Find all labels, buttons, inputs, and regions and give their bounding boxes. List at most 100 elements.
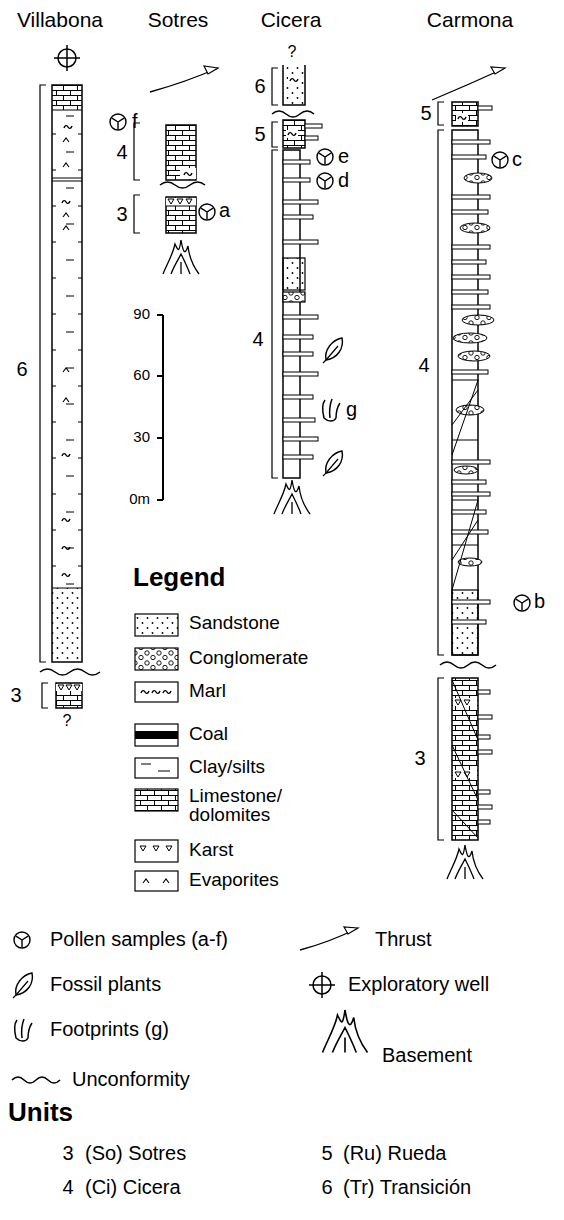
cicera-column-part-part bbox=[283, 178, 310, 182]
carmona-column-part-part bbox=[478, 805, 492, 809]
carmona-column-part bbox=[438, 130, 444, 655]
scale-value: 60 bbox=[133, 367, 150, 384]
carmona-column-part-part bbox=[478, 790, 490, 794]
legend-label: Thrust bbox=[375, 928, 432, 950]
uncertainty-mark: ? bbox=[63, 712, 72, 730]
carmona-column-part-part bbox=[452, 140, 490, 144]
legend-samples-part bbox=[323, 1010, 368, 1053]
legend-samples-part bbox=[135, 731, 178, 739]
carmona-column-part bbox=[478, 106, 492, 110]
unit-number: 5 bbox=[420, 102, 431, 124]
unit-number: 3 bbox=[414, 747, 425, 769]
legend-samples-part bbox=[135, 724, 178, 746]
villabona-column bbox=[40, 45, 126, 708]
carmona-column-part bbox=[453, 698, 477, 706]
cicera-column-part bbox=[283, 120, 305, 148]
unit-number: 4 bbox=[418, 354, 429, 376]
villabona-column-part bbox=[52, 110, 82, 588]
legend-samples-part bbox=[163, 691, 171, 694]
scale-bar bbox=[157, 315, 163, 500]
legend-label: Karst bbox=[189, 840, 233, 861]
legend-samples-part bbox=[163, 879, 169, 883]
sotres-column-part bbox=[177, 199, 183, 204]
scale-bar-part bbox=[157, 315, 163, 500]
cicera-column-part-part bbox=[283, 418, 315, 422]
legend-samples-part bbox=[309, 972, 335, 998]
carmona-column-part-part bbox=[464, 173, 492, 183]
carmona-column-part bbox=[478, 690, 492, 824]
legend-samples-part-part bbox=[323, 1010, 368, 1053]
carmona-column-part-part bbox=[458, 558, 482, 566]
villabona-column-part bbox=[54, 45, 80, 71]
carmona-column-part bbox=[458, 117, 466, 120]
unit-number: 6 bbox=[254, 75, 265, 97]
legend-samples-part bbox=[12, 1077, 60, 1083]
carmona-column-part bbox=[438, 102, 444, 125]
unit-name: (Tr) Transición bbox=[343, 1176, 471, 1198]
cicera-column-part bbox=[272, 150, 278, 478]
legend-label: Marl bbox=[189, 681, 226, 702]
carmona-column-part bbox=[452, 102, 478, 126]
sotres-column-part bbox=[204, 66, 218, 74]
unit-name: (So) Sotres bbox=[85, 1142, 186, 1164]
carmona-column-part-part bbox=[452, 275, 490, 279]
villabona-column-part bbox=[66, 685, 72, 690]
cicera-column-part-part bbox=[283, 240, 318, 244]
cicera-column-part bbox=[272, 122, 278, 147]
cicera-column-part-part bbox=[283, 352, 313, 356]
unit-number: 4 bbox=[62, 1176, 73, 1198]
villabona-column-part bbox=[63, 368, 69, 372]
carmona-column-part bbox=[456, 113, 468, 122]
cicera-column-part bbox=[317, 173, 333, 189]
sotres-column-part bbox=[160, 182, 205, 188]
cicera-column-part bbox=[283, 160, 318, 459]
legend-samples-part bbox=[135, 682, 178, 702]
legend-samples-part bbox=[135, 789, 178, 811]
carmona-column bbox=[432, 67, 530, 879]
legend-samples-part bbox=[135, 648, 178, 670]
sotres-column-part bbox=[168, 199, 174, 204]
villabona-column-part bbox=[62, 201, 70, 204]
sotres-column-part bbox=[166, 206, 196, 207]
carmona-column-part-part bbox=[452, 305, 490, 309]
carmona-column-part bbox=[514, 595, 530, 611]
villabona-column-part bbox=[74, 685, 80, 690]
carmona-column-part-part bbox=[452, 260, 486, 264]
carmona-column-part bbox=[455, 700, 461, 705]
unit-number: 3 bbox=[10, 684, 21, 706]
carmona-column-part-part bbox=[452, 510, 486, 514]
legend-samples-part bbox=[153, 846, 159, 851]
legend-samples-part bbox=[166, 846, 172, 851]
carmona-column-part bbox=[440, 662, 496, 668]
carmona-column-part-part bbox=[478, 750, 492, 754]
cicera-column-part bbox=[288, 133, 296, 136]
unit-number: 6 bbox=[321, 1176, 332, 1198]
legend-samples-part bbox=[14, 932, 30, 948]
units-heading: Units bbox=[8, 1098, 73, 1127]
cicera-column-part bbox=[323, 451, 342, 476]
cicera-column-part bbox=[286, 130, 298, 138]
villabona-column-part bbox=[52, 85, 82, 110]
carmona-column-part-part bbox=[478, 735, 490, 739]
carmona-column-part-part bbox=[452, 210, 488, 214]
cicera-column-part-part bbox=[283, 160, 310, 164]
carmona-column-part-part bbox=[478, 690, 490, 694]
villabona-column-part bbox=[52, 85, 82, 662]
legend-samples-part bbox=[344, 927, 358, 934]
cicera-column-part-part bbox=[283, 315, 318, 319]
sample-letter: c bbox=[512, 148, 522, 170]
sotres-column bbox=[134, 66, 218, 274]
legend-label: Sandstone bbox=[189, 613, 280, 634]
villabona-column-part bbox=[63, 138, 69, 142]
villabona-column-part bbox=[63, 213, 69, 217]
cicera-column-part bbox=[290, 79, 298, 82]
legend-samples bbox=[12, 614, 368, 1083]
cicera-column-part bbox=[323, 399, 340, 421]
legend-samples-part bbox=[135, 840, 178, 862]
carmona-column-part-part bbox=[452, 155, 486, 159]
scale-value: 30 bbox=[133, 429, 150, 446]
scale-value: 90 bbox=[133, 306, 150, 323]
sotres-column-part bbox=[186, 199, 192, 204]
unit-name: (Ci) Cicera bbox=[85, 1176, 181, 1198]
carmona-column-part-part bbox=[452, 290, 488, 294]
